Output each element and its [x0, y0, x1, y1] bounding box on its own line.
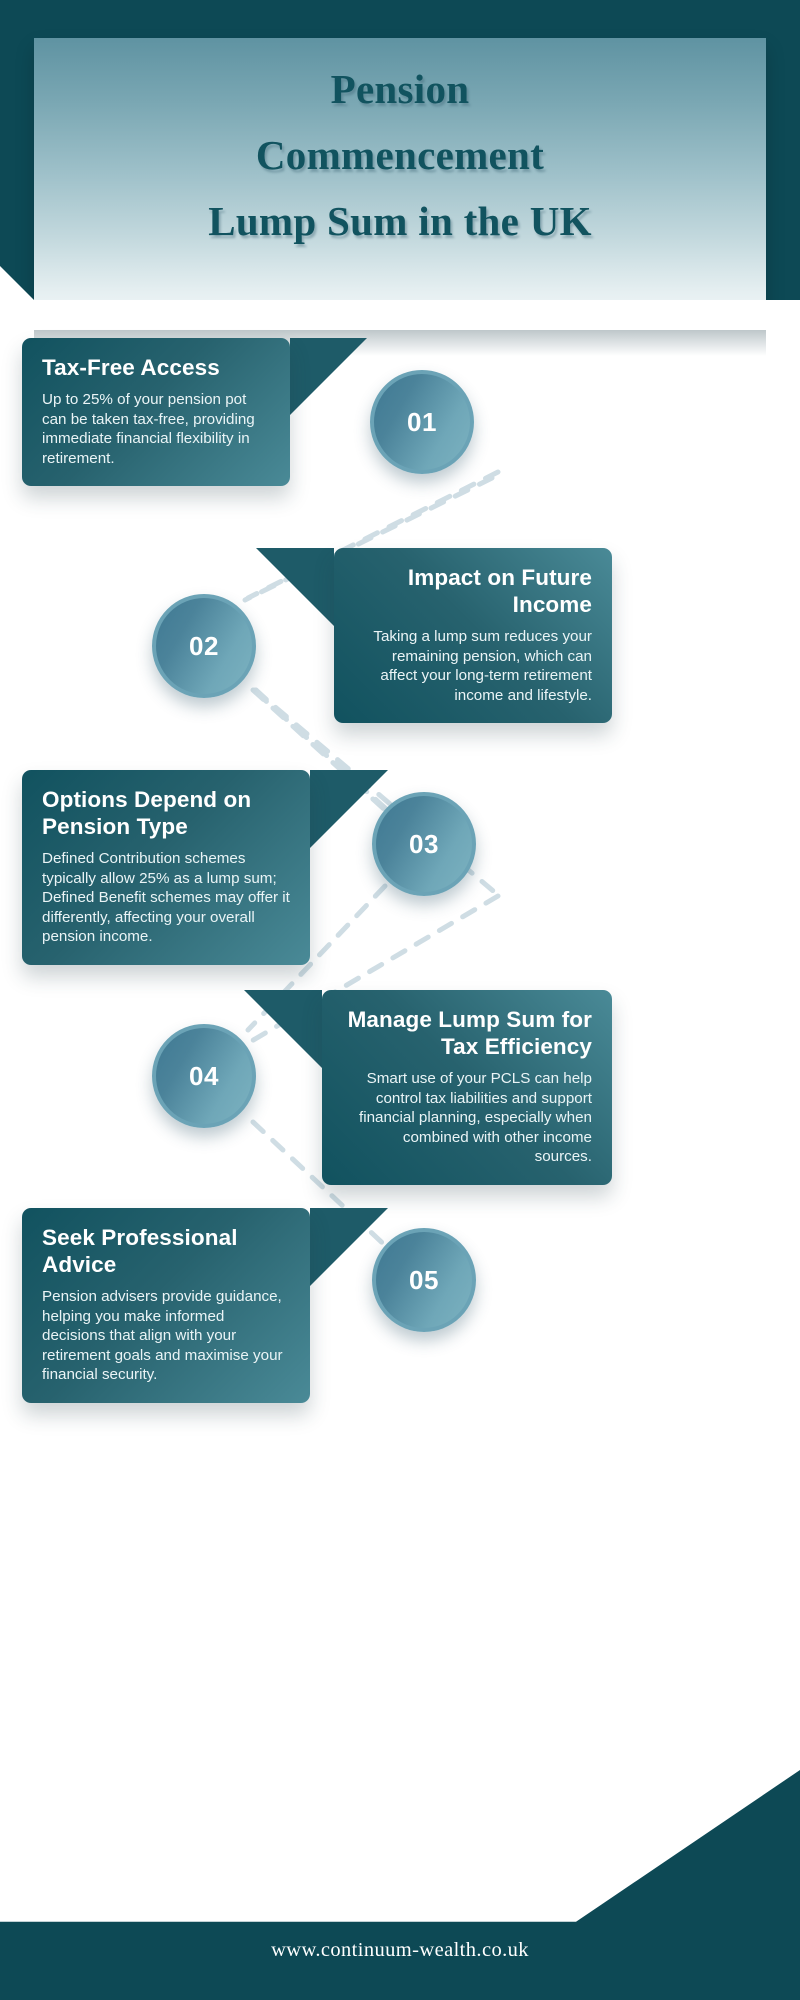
- step-number-circle-01[interactable]: 01: [370, 370, 474, 474]
- step-title-03: Options Depend on Pension Type: [42, 787, 252, 839]
- footer-band: [0, 1770, 800, 2000]
- step-body-02: Taking a lump sum reduces your remaining…: [373, 628, 592, 704]
- arrow-wedge-04: [244, 990, 322, 1068]
- step-title-04: Manage Lump Sum for Tax Efficiency: [347, 1007, 592, 1059]
- header-title-panel: Pension Commencement Lump Sum in the UK: [34, 38, 766, 300]
- step-card-01[interactable]: Tax-Free Access Up to 25% of your pensio…: [22, 338, 290, 486]
- step-card-03[interactable]: Options Depend on Pension Type Defined C…: [22, 770, 310, 965]
- step-number-circle-05[interactable]: 05: [372, 1228, 476, 1332]
- step-number-label-04: 04: [189, 1060, 219, 1091]
- arrow-wedge-02: [256, 548, 334, 626]
- page-title-line-1: Pension: [330, 66, 470, 112]
- step-card-04[interactable]: Manage Lump Sum for Tax Efficiency Smart…: [322, 990, 612, 1185]
- step-body-03: Defined Contribution schemes typically a…: [42, 850, 290, 945]
- step-body-04: Smart use of your PCLS can help control …: [358, 1070, 592, 1165]
- step-body-01: Up to 25% of your pension pot can be tak…: [42, 391, 255, 467]
- step-title-02: Impact on Future Income: [407, 565, 592, 617]
- step-card-02[interactable]: Impact on Future Income Taking a lump su…: [334, 548, 612, 723]
- step-body-05: Pension advisers provide guidance, helpi…: [42, 1288, 283, 1383]
- step-title-05: Seek Professional Advice: [42, 1225, 238, 1277]
- step-number-label-01: 01: [407, 406, 437, 437]
- footer: www.continuum-wealth.co.uk: [0, 1770, 800, 2000]
- step-number-circle-02[interactable]: 02: [152, 594, 256, 698]
- step-number-circle-03[interactable]: 03: [372, 792, 476, 896]
- step-number-label-03: 03: [409, 828, 439, 859]
- header-frame: Pension Commencement Lump Sum in the UK: [0, 0, 800, 300]
- step-number-label-02: 02: [189, 630, 219, 661]
- page-title-line-2: Commencement: [255, 132, 545, 178]
- step-card-05[interactable]: Seek Professional Advice Pension adviser…: [22, 1208, 310, 1403]
- step-number-circle-04[interactable]: 04: [152, 1024, 256, 1128]
- footer-website-url[interactable]: www.continuum-wealth.co.uk: [271, 1939, 529, 1961]
- step-number-label-05: 05: [409, 1264, 439, 1295]
- step-title-01: Tax-Free Access: [42, 355, 220, 380]
- page-title-line-3: Lump Sum in the UK: [208, 198, 592, 244]
- arrow-wedge-01: [290, 338, 367, 415]
